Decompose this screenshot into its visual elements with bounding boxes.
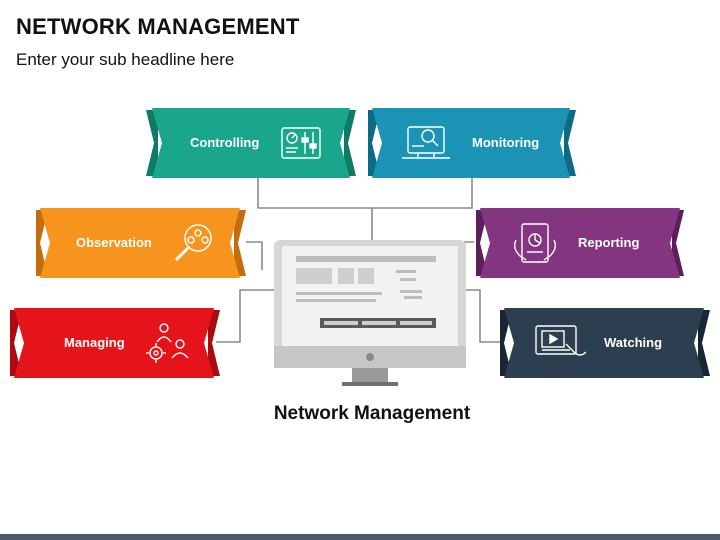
banner-monitoring-label: Monitoring [472,135,539,150]
banner-watching[interactable]: Watching [500,308,710,378]
center-label: Network Management [274,403,471,424]
banner-observation[interactable]: Observation [36,208,246,278]
monitor-search-icon [402,126,450,159]
banner-controlling-body [152,108,350,178]
banner-monitoring[interactable]: Monitoring [368,108,576,178]
video-tablet-icon [535,325,587,356]
banner-controlling[interactable]: Controlling [146,108,356,178]
control-panel-icon [281,127,321,159]
banner-managing-body [14,308,214,378]
tablet-report-icon [513,223,557,263]
banner-reporting-body [480,208,680,278]
banner-watching-label: Watching [604,335,662,350]
banner-observation-label: Observation [76,235,152,250]
banner-observation-body [40,208,240,278]
banner-reporting[interactable]: Reporting [476,208,684,278]
gear-people-icon [146,323,189,363]
banner-reporting-label: Reporting [578,235,639,250]
connector-lines [216,176,500,343]
banner-managing-label: Managing [64,335,125,350]
banner-controlling-label: Controlling [190,135,259,150]
center-monitor [274,240,466,386]
banner-monitoring-body [372,108,570,178]
banner-managing[interactable]: Managing [10,308,220,378]
footer-bar [0,534,720,540]
page-subtitle: Enter your sub headline here [16,50,235,69]
page-title: NETWORK MANAGEMENT [16,14,300,39]
magnifier-team-icon [174,224,212,262]
